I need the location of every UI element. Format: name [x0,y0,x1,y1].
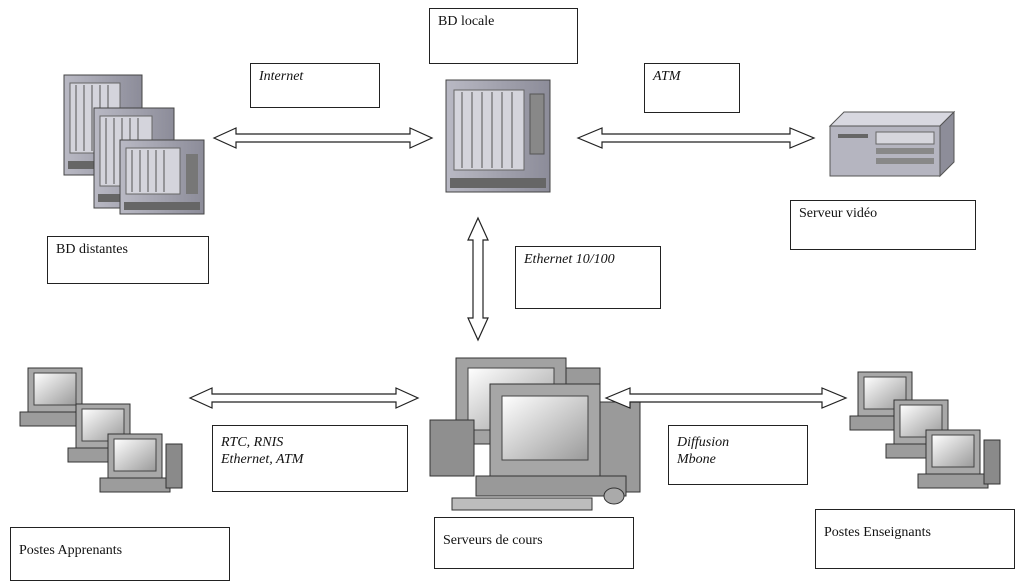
video-server-icon [828,110,956,178]
link-label: ATM [653,69,681,84]
link-label-line1: Diffusion [677,435,730,450]
computer-cluster-icon [429,357,641,511]
node-postes-enseignants: Postes Enseignants [815,509,1015,569]
link-label-line2: Ethernet, ATM [221,452,304,467]
arrow-atm [576,127,816,149]
node-serveur-video: Serveur vidéo [790,200,976,250]
link-label-rtc: RTC, RNIS Ethernet, ATM [212,425,408,492]
node-label: Postes Enseignants [824,525,931,540]
link-label-line2: Mbone [677,452,716,467]
node-serveurs-cours: Serveurs de cours [434,517,634,569]
arrow-ethernet [467,216,489,342]
server-rack-icon [445,79,551,193]
workstation-stack-icon [849,371,1001,489]
node-label: BD locale [438,14,495,29]
node-postes-apprenants: Postes Apprenants [10,527,230,581]
server-rack-stack-icon [63,74,205,215]
arrow-internet [212,127,434,149]
node-label: Serveur vidéo [799,206,878,221]
arrow-learners [188,387,420,409]
link-label-diffusion: Diffusion Mbone [668,425,808,485]
link-label: Ethernet 10/100 [524,252,615,267]
node-bd-locale: BD locale [429,8,578,64]
workstation-stack-icon [19,367,183,493]
link-label-atm: ATM [644,63,740,113]
arrow-teachers [604,387,848,409]
node-bd-distantes: BD distantes [47,236,209,284]
link-label-line1: RTC, RNIS [221,435,284,450]
node-label: Postes Apprenants [19,543,123,558]
link-label-ethernet: Ethernet 10/100 [515,246,661,309]
node-label: Serveurs de cours [443,533,543,548]
link-label-internet: Internet [250,63,380,108]
node-label: BD distantes [56,242,128,257]
link-label: Internet [259,69,304,84]
